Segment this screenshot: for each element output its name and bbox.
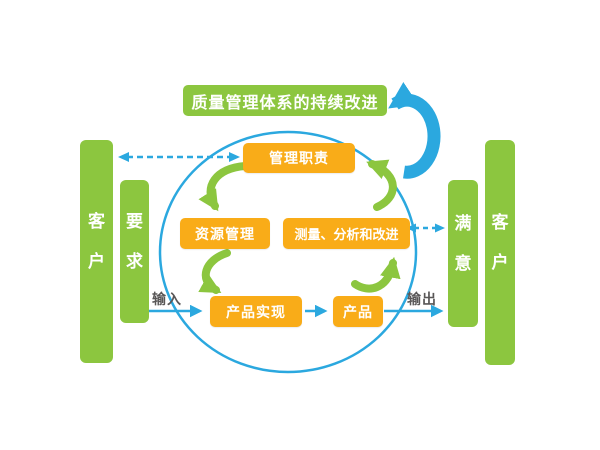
management-responsibility-label: 管理职责 [269,150,329,166]
cycle-arrow-bottom-right-icon [351,256,401,293]
customer-bar-right-label: 客 户 [491,212,509,272]
requirements-dashed-arrow [118,152,240,162]
requirements-bar-label: 要 求 [126,211,143,271]
title-box: 质量管理体系的持续改进 [183,85,387,116]
input-label: 输入 [152,291,182,307]
resource-management-label: 资源管理 [195,225,255,242]
satisfaction-bar-label: 满 意 [454,213,472,273]
product-realization-box: 产品实现 [210,296,302,327]
customer-bar-left-label: 客 户 [88,211,105,271]
customer-bar-right: 客 户 [485,140,515,365]
satisfaction-dashed-arrow [406,223,445,233]
resource-management-box: 资源管理 [180,218,270,249]
product-label: 产品 [343,303,373,320]
cycle-arrow-bottom-left-icon [198,249,231,294]
cycle-arrow-top-right-icon [366,159,397,211]
cycle-arrow-top-left-icon [198,162,249,212]
management-responsibility-box: 管理职责 [243,143,355,173]
product-realization-label: 产品实现 [226,303,286,320]
satisfaction-bar: 满 意 [448,180,478,327]
measurement-analysis-improvement-box: 测量、分析和改进 [283,218,410,249]
continuous-improvement-arrow-icon [388,82,441,179]
customer-bar-left: 客 户 [80,140,113,363]
measurement-analysis-improvement-label: 测量、分析和改进 [294,227,399,242]
product-box: 产品 [333,296,383,327]
requirements-bar: 要 求 [120,180,149,323]
qms-process-circle [158,130,418,374]
output-label: 输出 [407,291,437,307]
title-label: 质量管理体系的持续改进 [191,94,379,112]
